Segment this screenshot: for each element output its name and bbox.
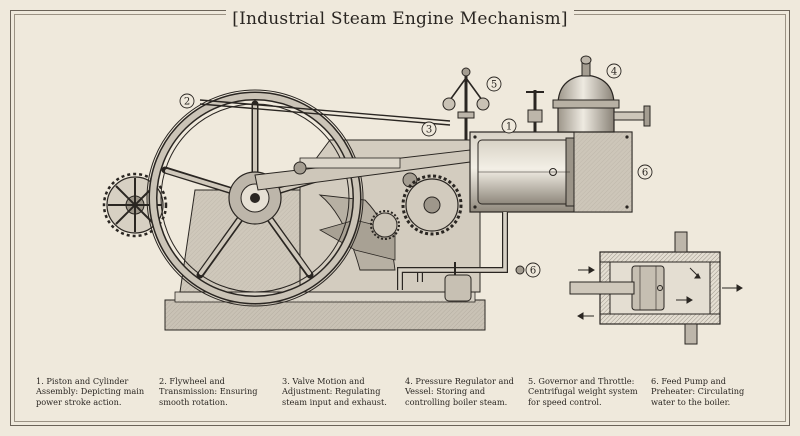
governor: [442, 67, 490, 140]
callout-1-label: 1: [506, 122, 512, 133]
callout-6-cylinder: 6: [637, 164, 653, 180]
title-text: [Industrial Steam Engine Mechanism]: [226, 9, 574, 29]
caption-row: 1. Piston and Cylinder Assembly: Depicti…: [36, 376, 776, 407]
callout-5-label: 5: [491, 80, 497, 91]
cylinder-cross-section: [569, 231, 743, 345]
caption-6: 6. Feed Pump and Preheater: Circulating …: [651, 376, 745, 407]
main-cylinder: [469, 131, 633, 213]
caption-2: 2. Flywheel and Transmission: Ensuring s…: [159, 376, 258, 407]
callout-6-pump-label: 6: [530, 266, 536, 277]
drive-belt: [199, 99, 451, 126]
callout-4: 4: [606, 63, 622, 79]
callout-markers: 1 2 3 4 5 6 6: [179, 63, 653, 278]
caption-5: 5. Governor and Throttle: Centrifugal we…: [528, 376, 638, 407]
caption-3: 3. Valve Motion and Adjustment: Regulati…: [282, 376, 387, 407]
valve-gear: [370, 174, 463, 240]
callout-3-label: 3: [426, 125, 432, 136]
pressure-vessel: [552, 55, 651, 133]
caption-1: 1. Piston and Cylinder Assembly: Depicti…: [36, 376, 145, 407]
callout-6-label: 6: [642, 168, 648, 179]
page-title: [Industrial Steam Engine Mechanism]: [0, 9, 800, 29]
feed-pump: [397, 212, 525, 302]
callout-1: 1: [501, 118, 517, 134]
callout-2: 2: [179, 93, 195, 109]
caption-4: 4. Pressure Regulator and Vessel: Storin…: [405, 376, 514, 407]
callout-5: 5: [486, 76, 502, 92]
callout-3: 3: [421, 121, 437, 137]
callout-6-pump: 6: [525, 262, 541, 278]
flywheel: [146, 89, 364, 307]
callout-4-label: 4: [611, 67, 617, 78]
callout-2-label: 2: [184, 97, 190, 108]
throttle-valve: [526, 90, 544, 132]
